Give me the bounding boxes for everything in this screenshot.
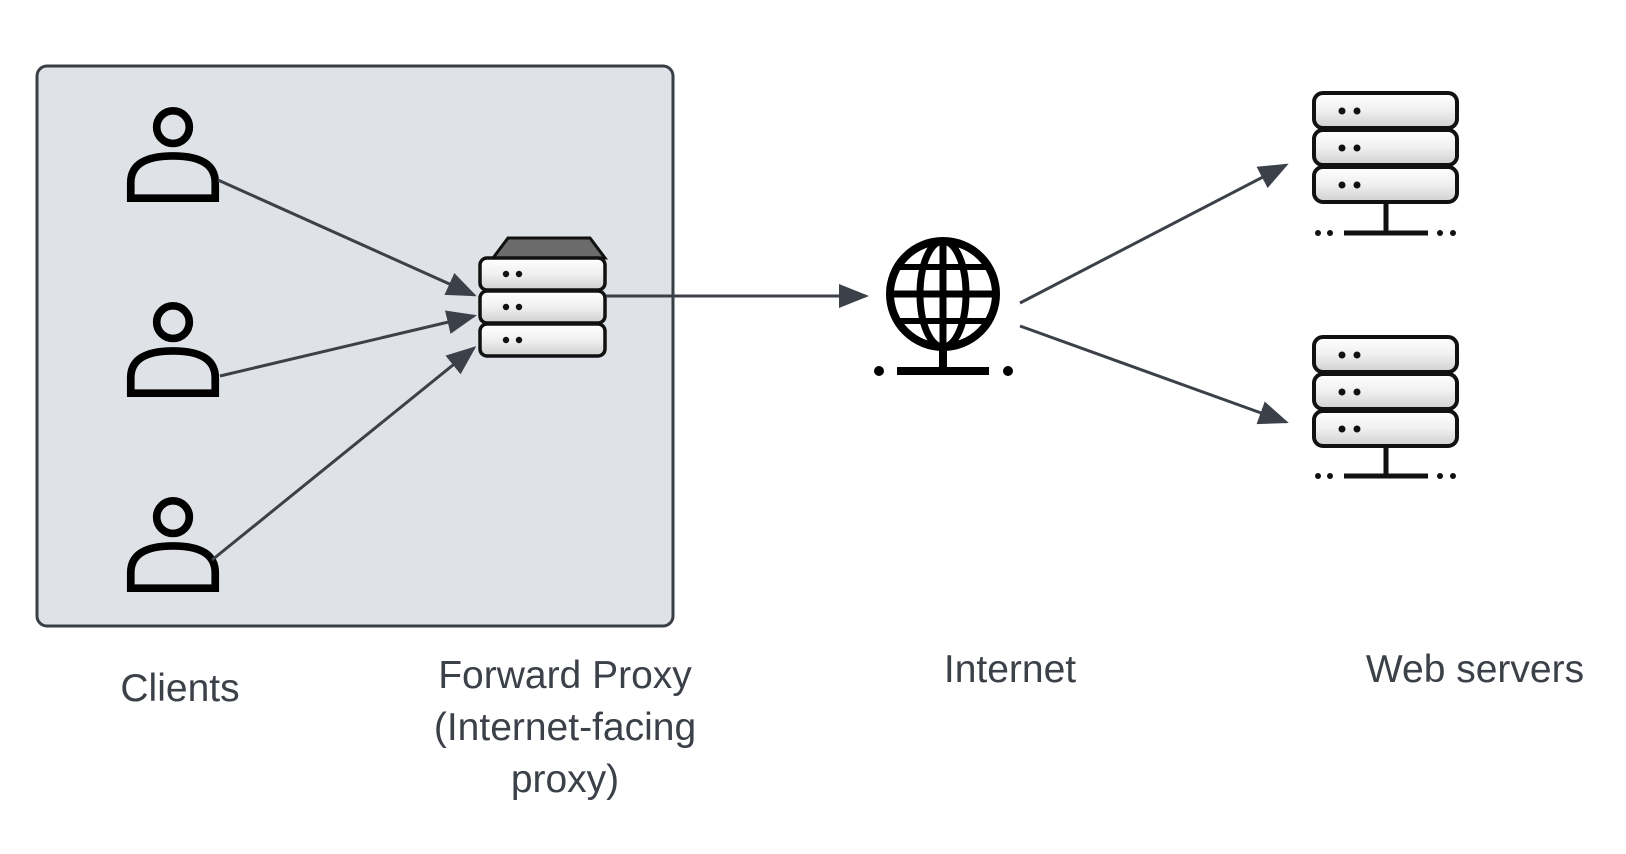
web-servers-label: Web servers xyxy=(1365,648,1585,691)
forward-proxy-label-line-2: (Internet-facing xyxy=(433,706,697,749)
internet-globe-icon xyxy=(874,237,1013,376)
forward-proxy-label-line-1: Forward Proxy xyxy=(438,654,692,697)
proxy-server-icon xyxy=(478,236,608,358)
arrow-internet-to-webserver-2 xyxy=(1019,324,1289,425)
arrow-client3-to-proxy xyxy=(211,346,477,562)
arrow-client2-to-proxy xyxy=(219,310,477,378)
forward-proxy-label-line-3: proxy) xyxy=(510,758,620,801)
web-server-icon-1 xyxy=(1312,91,1459,236)
arrow-client1-to-proxy xyxy=(217,178,477,297)
internet-label: Internet xyxy=(943,648,1077,691)
clients-label: Clients xyxy=(120,667,240,710)
arrow-internet-to-webserver-1 xyxy=(1019,163,1289,305)
forward-proxy-label: Forward Proxy (Internet-facing proxy) xyxy=(390,650,740,806)
clients-group-box xyxy=(35,64,675,628)
web-server-icon-2 xyxy=(1312,335,1459,479)
